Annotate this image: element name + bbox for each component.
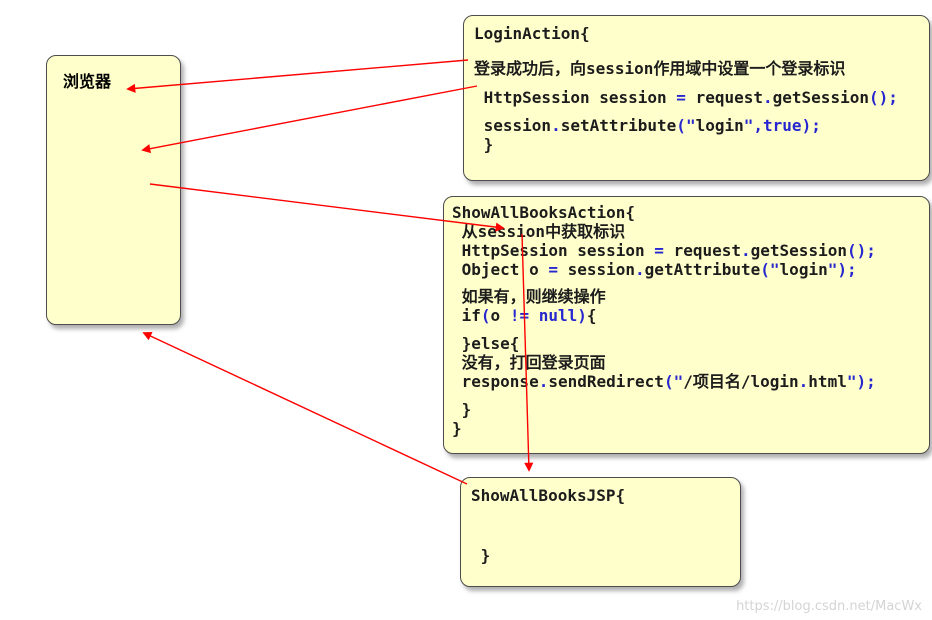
- show-action-code-sendredirect: response.sendRedirect("/项目名/login.html")…: [452, 372, 876, 391]
- arrow-jsp-to-browser: [142, 331, 468, 485]
- show-action-close-brace: }: [452, 419, 462, 438]
- jsp-close-brace: }: [471, 546, 491, 565]
- show-action-comment-redirect: 没有，打回登录页面: [452, 353, 606, 372]
- show-all-books-jsp-box: ShowAllBooksJSP{ }: [460, 477, 741, 587]
- login-action-code-getsession: HttpSession session = request.getSession…: [474, 88, 898, 107]
- show-action-comment-continue: 如果有，则继续操作: [452, 287, 606, 306]
- show-action-comment-get-flag: 从session中获取标识: [452, 222, 626, 241]
- show-action-inner-close-brace: }: [452, 400, 472, 419]
- show-action-code-getattribute: Object o = session.getAttribute("login")…: [452, 260, 857, 279]
- watermark: https://blog.csdn.net/MacWx: [736, 599, 922, 614]
- arrow-loginaction-to-browser-bottom: [141, 85, 478, 154]
- show-action-code-else: }else{: [452, 334, 520, 353]
- login-action-code-setattribute: session.setAttribute("login",true);: [474, 116, 821, 135]
- show-action-code-if: if(o != null){: [452, 306, 597, 325]
- browser-label: 浏览器: [63, 72, 112, 91]
- login-action-box: LoginAction{ 登录成功后，向session作用域中设置一个登录标识 …: [463, 15, 930, 181]
- show-action-code-getsession: HttpSession session = request.getSession…: [452, 241, 876, 260]
- jsp-title: ShowAllBooksJSP{: [471, 486, 626, 505]
- browser-box: 浏览器: [46, 55, 181, 325]
- show-action-title: ShowAllBooksAction{: [452, 203, 636, 222]
- login-action-comment: 登录成功后，向session作用域中设置一个登录标识: [474, 59, 846, 78]
- login-action-title: LoginAction{: [474, 24, 590, 43]
- show-all-books-action-box: ShowAllBooksAction{ 从session中获取标识 HttpSe…: [443, 196, 930, 454]
- login-action-close-brace: }: [474, 135, 494, 154]
